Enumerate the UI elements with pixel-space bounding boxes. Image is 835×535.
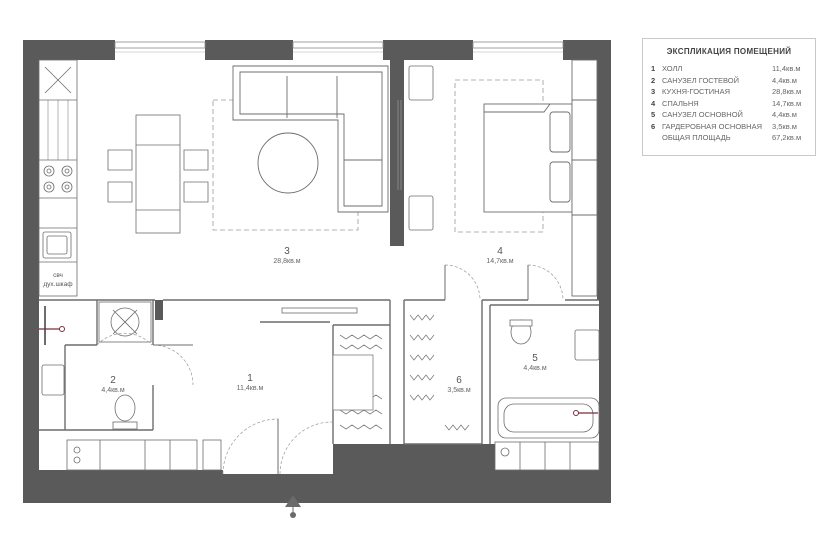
window-3 bbox=[472, 41, 564, 49]
tv-unit bbox=[281, 307, 358, 314]
legend-room-name: ХОЛЛ bbox=[662, 64, 683, 74]
column bbox=[155, 300, 163, 320]
wall-bottom-mid bbox=[223, 474, 333, 503]
legend-title: ЭКСПЛИКАЦИЯ ПОМЕЩЕНИЙ bbox=[666, 47, 792, 56]
room-number-3: 3 bbox=[284, 246, 290, 257]
room-number-6: 6 bbox=[456, 375, 462, 386]
hall-cabinets bbox=[66, 439, 222, 471]
bedroom-nightstands bbox=[408, 65, 434, 231]
legend-room-area: 4,4кв.м bbox=[772, 110, 797, 120]
bedroom-wardrobe bbox=[571, 59, 598, 297]
legend-total-area: 67,2кв.м bbox=[772, 133, 802, 143]
hall-closet-hangers bbox=[332, 334, 383, 430]
wall-living-bedroom bbox=[390, 60, 404, 246]
room-number-5: 5 bbox=[532, 353, 538, 364]
bed bbox=[483, 59, 598, 297]
legend-rows: 1 ХОЛЛ 11,4кв.м 2 САНУЗЕЛ ГОСТЕВОЙ 4,4кв… bbox=[643, 63, 815, 144]
burner-icon bbox=[61, 165, 73, 177]
wall-left bbox=[23, 40, 39, 503]
legend-row: 2 САНУЗЕЛ ГОСТЕВОЙ 4,4кв.м bbox=[643, 75, 815, 87]
burner-icon bbox=[61, 181, 73, 193]
legend-total-row: ОБЩАЯ ПЛОЩАДЬ 67,2кв.м bbox=[643, 132, 815, 144]
legend-number: 1 bbox=[651, 64, 656, 74]
guest-sink bbox=[41, 364, 65, 396]
chair bbox=[107, 181, 133, 203]
legend-number: 6 bbox=[651, 121, 656, 131]
riser-marker-icon bbox=[39, 326, 65, 332]
dining-set bbox=[107, 114, 209, 234]
burner-icon bbox=[43, 181, 55, 193]
windows bbox=[114, 41, 564, 49]
legend-number: 2 bbox=[651, 75, 656, 85]
wall-bottom-left bbox=[23, 470, 223, 503]
wall-top-mid bbox=[205, 40, 293, 60]
kitchen-sink bbox=[42, 231, 72, 259]
legend-room-area: 28,8кв.м bbox=[772, 87, 802, 97]
wall-top-left bbox=[23, 40, 115, 60]
legend-room-name: ГАРДЕРОБНАЯ ОСНОВНАЯ bbox=[662, 121, 762, 131]
room-area-3: 28,8кв.м bbox=[273, 258, 300, 265]
guest-bathroom bbox=[41, 301, 152, 430]
wall-top-right bbox=[383, 40, 473, 60]
kitchen bbox=[38, 59, 78, 297]
legend-row: 3 КУХНЯ-ГОСТИНАЯ 28,8кв.м bbox=[643, 86, 815, 98]
chair bbox=[183, 149, 209, 171]
legend-room-area: 11,4кв.м bbox=[772, 64, 801, 74]
dining-table bbox=[135, 114, 181, 234]
legend-total-label: ОБЩАЯ ПЛОЩАДЬ bbox=[662, 133, 731, 143]
legend-room-area: 4,4кв.м bbox=[772, 75, 797, 85]
legend-row: 6 ГАРДЕРОБНАЯ ОСНОВНАЯ 3,5кв.м bbox=[643, 121, 815, 133]
sofa bbox=[232, 65, 389, 213]
entrance-arrow-icon bbox=[285, 495, 301, 518]
legend-room-area: 14,7кв.м bbox=[772, 98, 802, 108]
wardrobe-hangers bbox=[409, 314, 470, 431]
burner-icon bbox=[43, 165, 55, 177]
coffee-table bbox=[257, 132, 319, 194]
wall-right-upper bbox=[597, 40, 611, 300]
room-area-2: 4,4кв.м bbox=[101, 387, 124, 394]
legend-room-name: САНУЗЕЛ ОСНОВНОЙ bbox=[662, 110, 743, 120]
legend-number: 5 bbox=[651, 110, 656, 120]
partitions bbox=[39, 299, 599, 445]
room-number-1: 1 bbox=[247, 373, 253, 384]
room-number-2: 2 bbox=[110, 375, 116, 386]
legend-room-name: СПАЛЬНЯ bbox=[662, 98, 699, 108]
legend-room-area: 3,5кв.м bbox=[772, 121, 797, 131]
room-area-6: 3,5кв.м bbox=[447, 387, 470, 394]
legend-room-name: САНУЗЕЛ ГОСТЕВОЙ bbox=[662, 75, 740, 85]
riser-marker-icon bbox=[573, 410, 598, 416]
legend-row: 4 СПАЛЬНЯ 14,7кв.м bbox=[643, 98, 815, 110]
glass-partition bbox=[397, 100, 402, 190]
room-area-5: 4,4кв.м bbox=[523, 365, 546, 372]
window-1 bbox=[114, 41, 206, 49]
room-area-1: 11,4кв.м bbox=[237, 385, 264, 392]
legend-number: 3 bbox=[651, 87, 656, 97]
door-swings bbox=[96, 264, 564, 475]
room-legend: ЭКСПЛИКАЦИЯ ПОМЕЩЕНИЙ 1 ХОЛЛ 11,4кв.м 2 … bbox=[642, 38, 816, 156]
legend-row: 5 САНУЗЕЛ ОСНОВНОЙ 4,4кв.м bbox=[643, 109, 815, 121]
main-bathroom bbox=[494, 319, 600, 471]
walls bbox=[23, 40, 611, 503]
oven-label-2: дух.шкаф bbox=[43, 281, 73, 288]
window-2 bbox=[292, 41, 384, 49]
room-area-4: 14,7кв.м bbox=[486, 258, 513, 265]
chair bbox=[183, 181, 209, 203]
guest-toilet bbox=[114, 394, 136, 422]
oven-label-1: свч bbox=[53, 272, 63, 279]
door-leaves bbox=[153, 265, 529, 474]
chair bbox=[107, 149, 133, 171]
main-sink bbox=[574, 329, 600, 361]
legend-row: 1 ХОЛЛ 11,4кв.м bbox=[643, 63, 815, 75]
legend-number: 4 bbox=[651, 98, 656, 108]
room-number-4: 4 bbox=[497, 246, 503, 257]
kitchen-counter bbox=[38, 59, 78, 297]
room-labels: 3 28,8кв.м 4 14,7кв.м 1 11,4кв.м 2 4,4кв… bbox=[101, 246, 546, 394]
legend-room-name: КУХНЯ-ГОСТИНАЯ bbox=[662, 87, 730, 97]
